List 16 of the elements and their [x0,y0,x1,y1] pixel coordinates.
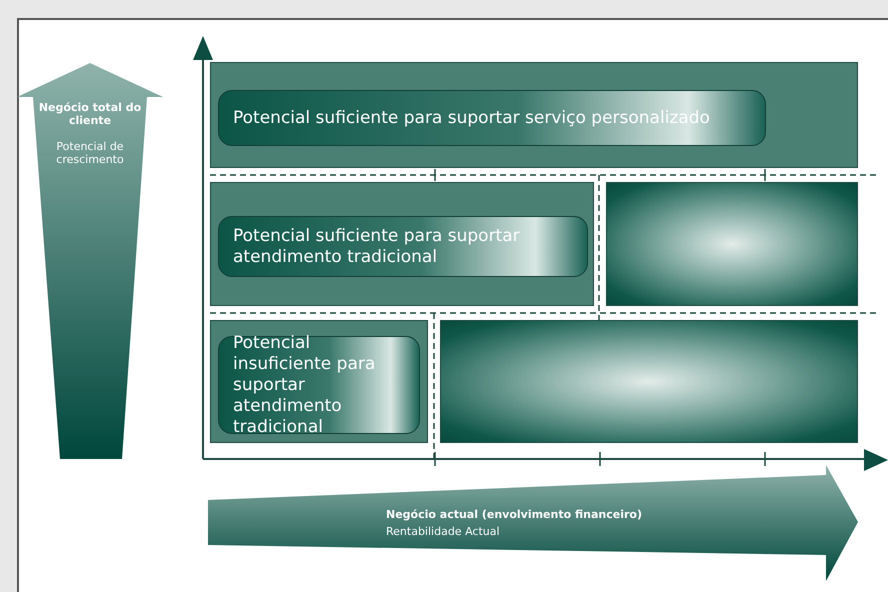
segment-band [210,320,428,443]
segment-label [218,216,588,277]
upward-arrow [17,63,163,459]
segment-band [210,62,858,168]
rightward-arrow [208,465,858,581]
segment-text: Potencial suficiente para suportar atendimento tradicional [233,226,521,268]
arrow-label: Negócio total do cliente [38,101,142,127]
gradient-panel [440,320,858,443]
segment-text: Potencial insuficiente para suportar atendimento tradicional [233,332,376,438]
segment-band [210,182,594,306]
segment-label [218,336,420,434]
arrow-label: Potencial de crescimento [55,140,125,166]
segment-label [218,90,766,146]
arrow-label: Negócio actual (envolvimento financeiro) [386,508,642,521]
gradient-panel [606,182,858,306]
arrow-label: Rentabilidade Actual [386,525,500,538]
